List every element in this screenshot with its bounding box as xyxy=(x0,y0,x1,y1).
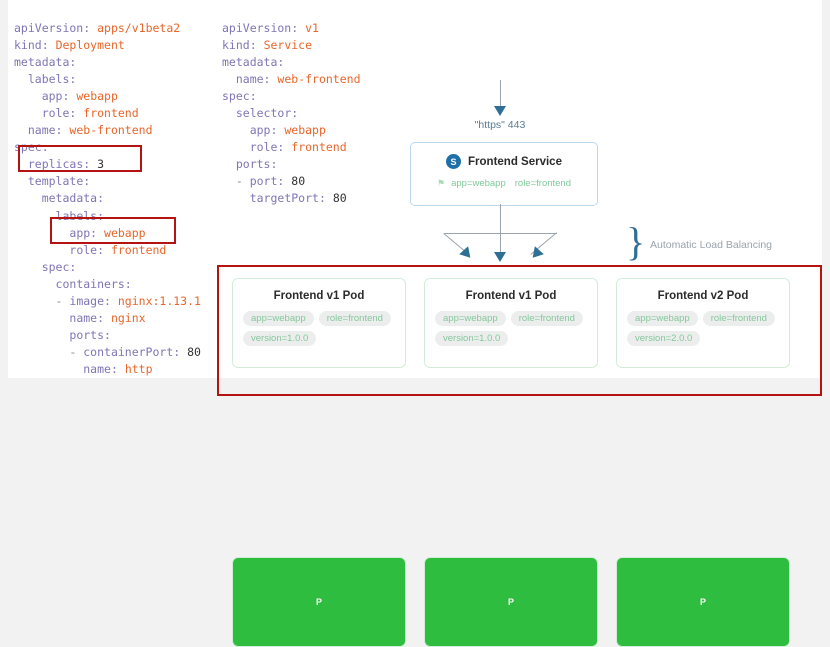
pod-arrow-middle-icon xyxy=(494,252,506,262)
yaml-service-manifest: apiVersion: v1 kind: Service metadata: n… xyxy=(222,20,361,206)
pod-label-version: version=1.0.0 xyxy=(435,331,509,346)
ingress-port-label: "https" 443 xyxy=(474,119,526,131)
service-label-app: app=webapp xyxy=(451,178,506,189)
service-label-role: role=frontend xyxy=(514,178,571,189)
highlight-box-replicas xyxy=(18,145,142,172)
pod-label-version: version=1.0.0 xyxy=(243,331,317,346)
highlight-box-app-label xyxy=(50,217,176,244)
ingress-arrow-icon xyxy=(494,106,506,116)
pod-title: Frontend v1 Pod xyxy=(465,290,557,302)
pod-node[interactable]: P Frontend v1 Pod app=webapp role=fronte… xyxy=(424,278,598,647)
pod-title-row: P Frontend v2 Pod xyxy=(616,290,790,647)
pod-label-app: app=webapp xyxy=(243,311,314,326)
service-badge-icon: S xyxy=(446,154,462,169)
pod-label-role: role=frontend xyxy=(510,311,583,326)
yaml-deployment-manifest: apiVersion: apps/v1beta2 kind: Deploymen… xyxy=(14,20,201,377)
pod-label-role: role=frontend xyxy=(318,311,391,326)
load-balancing-label: Automatic Load Balancing xyxy=(650,239,772,251)
pod-labels: app=webapp role=frontend version=1.0.0 xyxy=(425,302,597,346)
pod-badge-icon: P xyxy=(232,557,406,647)
pod-title-row: P Frontend v1 Pod xyxy=(232,290,406,647)
pod-label-app: app=webapp xyxy=(627,311,698,326)
service-selector-labels: ⚑ app=webapp role=frontend xyxy=(411,178,597,189)
service-title-row: S Frontend Service xyxy=(411,154,597,169)
pod-labels: app=webapp role=frontend version=2.0.0 xyxy=(617,302,789,346)
pod-label-version: version=2.0.0 xyxy=(627,331,701,346)
pod-badge-icon: P xyxy=(616,557,790,647)
diagram-canvas: apiVersion: apps/v1beta2 kind: Deploymen… xyxy=(8,0,822,647)
ingress-line xyxy=(500,80,502,108)
tag-icon: ⚑ xyxy=(436,178,446,188)
pod-title: Frontend v1 Pod xyxy=(273,290,365,302)
service-to-pods-line xyxy=(500,204,502,257)
pod-node[interactable]: P Frontend v1 Pod app=webapp role=fronte… xyxy=(232,278,406,647)
pod-label-app: app=webapp xyxy=(435,311,506,326)
pod-badge-icon: P xyxy=(424,557,598,647)
pod-title-row: P Frontend v1 Pod xyxy=(424,290,598,647)
pod-labels: app=webapp role=frontend version=1.0.0 xyxy=(233,302,405,346)
service-title: Frontend Service xyxy=(468,155,562,168)
fanout-horizontal-line xyxy=(444,233,557,235)
highlight-box-pods-group xyxy=(217,265,822,396)
frontend-service-node[interactable]: S Frontend Service ⚑ app=webapp role=fro… xyxy=(410,142,598,206)
pod-node[interactable]: P Frontend v2 Pod app=webapp role=fronte… xyxy=(616,278,790,647)
pod-title: Frontend v2 Pod xyxy=(657,290,749,302)
pod-label-role: role=frontend xyxy=(702,311,775,326)
brace-icon: } xyxy=(626,219,646,264)
